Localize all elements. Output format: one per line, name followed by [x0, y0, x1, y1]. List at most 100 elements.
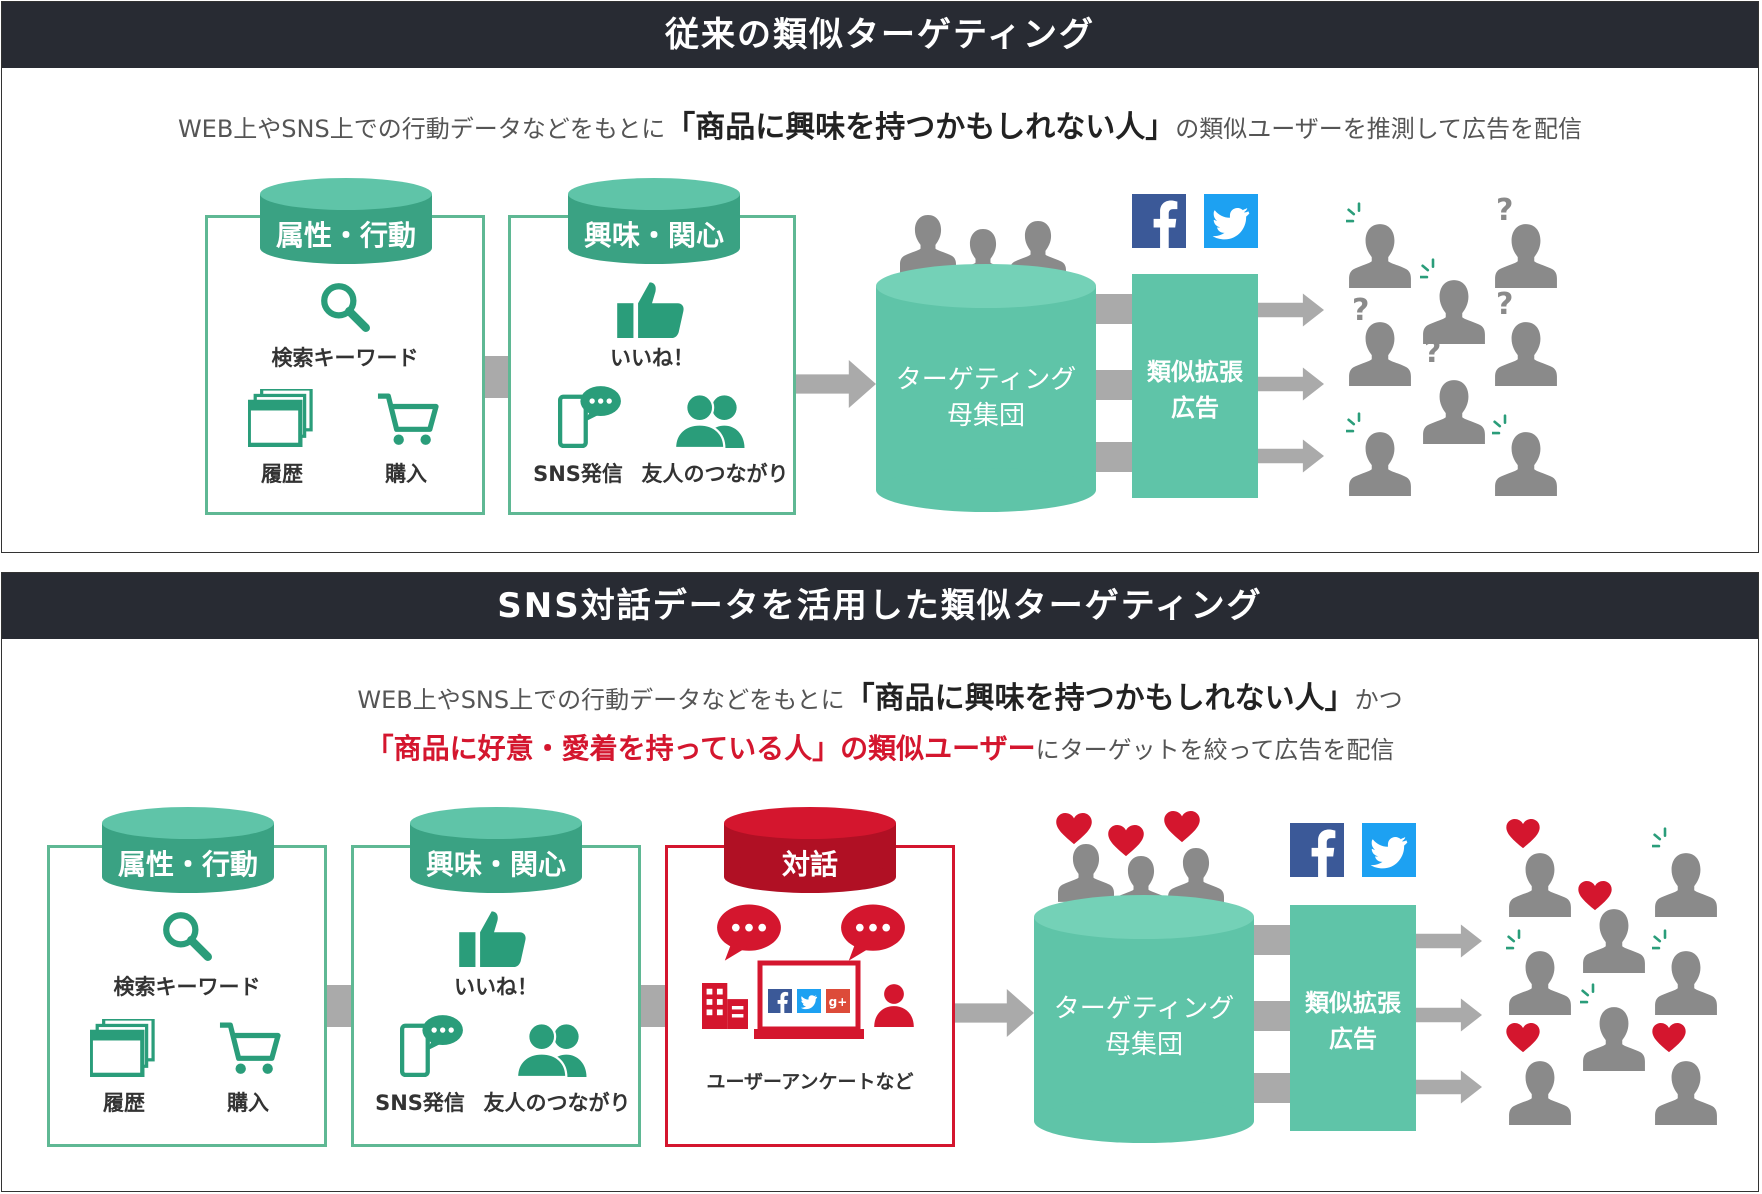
interest-title: 興味・関心	[583, 219, 724, 252]
purchase-label: 購入	[227, 1091, 269, 1115]
ad-line2: 広告	[1171, 394, 1219, 422]
like-label: いいね！	[610, 346, 694, 370]
attribute-box	[47, 845, 327, 1147]
connector	[1096, 294, 1132, 324]
interest-box	[351, 845, 641, 1147]
intro-line-2: 「商品に好意・愛着を持っている人」の類似ユーザーにターゲットを絞って広告を配信	[2, 727, 1758, 767]
users-icon	[672, 392, 752, 448]
out-arrow	[1258, 293, 1324, 327]
attribute-box	[205, 215, 485, 515]
big-arrow	[796, 360, 876, 408]
twitter-icon	[797, 989, 821, 1013]
dialog-cylinder	[724, 807, 896, 893]
population-line1: ターゲティング	[1053, 994, 1235, 1024]
population-line2: 母集団	[1104, 1030, 1183, 1060]
search-keyword-label: 検索キーワード	[113, 975, 261, 999]
svg-text:?: ?	[1352, 293, 1369, 328]
population-line1: ターゲティング	[895, 365, 1077, 395]
person-icon	[872, 983, 916, 1027]
intro-pre: WEB上やSNS上での行動データなどをもとに	[357, 686, 845, 714]
attribute-title: 属性・行動	[117, 848, 258, 881]
survey-label: ユーザーアンケートなど	[706, 1071, 914, 1093]
cart-icon	[216, 1021, 282, 1077]
connector	[325, 985, 353, 1027]
population-cylinder	[1034, 895, 1254, 1143]
connector	[1254, 1073, 1290, 1103]
twitter-icon	[1362, 823, 1416, 877]
users-icon	[514, 1021, 594, 1077]
target-users	[1506, 819, 1717, 1125]
target-users: ? ? ? ?	[1346, 193, 1557, 496]
out-arrow	[1258, 439, 1324, 473]
population-label: ターゲティング 母集団	[1034, 991, 1254, 1063]
intro-post: かつ	[1354, 686, 1403, 714]
search-icon	[160, 909, 212, 961]
facebook-icon	[1132, 194, 1186, 248]
intro-text: WEB上やSNS上での行動データなどをもとに「商品に興味を持つかもしれない人」の…	[2, 102, 1758, 146]
interest-title: 興味・関心	[425, 848, 566, 881]
traditional-targeting-panel: 従来の類似ターゲティング WEB上やSNS上での行動データなどをもとに「商品に興…	[1, 1, 1759, 553]
like-label: いいね！	[454, 975, 538, 999]
connector	[1254, 1001, 1290, 1031]
panel-title: 従来の類似ターゲティング	[2, 2, 1758, 68]
intro-line-1: WEB上やSNS上での行動データなどをもとに「商品に興味を持つかもしれない人」か…	[2, 673, 1758, 717]
search-keyword-label: 検索キーワード	[271, 346, 419, 370]
out-arrow	[1258, 367, 1324, 401]
history-icon	[90, 1019, 156, 1077]
chat-bubble-icon	[840, 903, 906, 961]
search-icon	[318, 280, 370, 332]
big-arrow	[954, 989, 1034, 1037]
sns-post-label: SNS発信	[375, 1091, 465, 1115]
chat-bubble-icon	[716, 903, 782, 961]
interest-cylinder	[410, 807, 582, 893]
out-arrow	[1416, 924, 1482, 958]
building-icon	[702, 983, 748, 1029]
svg-text:?: ?	[1424, 335, 1441, 370]
population-cylinder	[876, 264, 1096, 512]
thumbs-up-icon	[616, 280, 688, 338]
svg-text:?: ?	[1496, 193, 1513, 228]
phone-chat-icon	[558, 384, 622, 448]
googleplus-icon	[826, 989, 850, 1013]
sns-dialog-targeting-panel: SNS対話データを活用した類似ターゲティング WEB上やSNS上での行動データな…	[1, 572, 1759, 1192]
sns-post-label: SNS発信	[533, 462, 623, 486]
intro-emphasis: 「商品に興味を持つかもしれない人」	[665, 110, 1176, 145]
connector	[639, 985, 667, 1027]
intro-post: の類似ユーザーを推測して広告を配信	[1175, 115, 1583, 143]
facebook-icon	[768, 989, 792, 1013]
svg-text:?: ?	[1496, 287, 1513, 322]
attribute-cylinder	[102, 807, 274, 893]
interest-cylinder	[568, 178, 740, 264]
friends-label: 友人のつながり	[641, 462, 789, 486]
ad-line1: 類似拡張	[1305, 989, 1401, 1017]
friends-label: 友人のつながり	[483, 1091, 631, 1115]
dialog-title: 対話	[781, 848, 838, 881]
history-icon	[248, 389, 314, 447]
similar-ad-box: 類似拡張 広告	[1290, 905, 1416, 1131]
purchase-label: 購入	[385, 462, 427, 486]
intro-pre: WEB上やSNS上での行動データなどをもとに	[177, 115, 666, 143]
population-line2: 母集団	[946, 401, 1025, 431]
cart-icon	[374, 392, 440, 448]
out-arrow	[1416, 1070, 1482, 1104]
connector	[1254, 925, 1290, 955]
attribute-cylinder	[260, 178, 432, 264]
panel-title: SNS対話データを活用した類似ターゲティング	[2, 573, 1758, 639]
history-label: 履歴	[261, 462, 303, 486]
intro-post-2: にターゲットを絞って広告を配信	[1035, 736, 1395, 764]
connector	[1096, 442, 1132, 472]
connector	[483, 356, 509, 398]
phone-chat-icon	[400, 1013, 464, 1077]
intro-red-emphasis: 「商品に好意・愛着を持っている人」の類似ユーザー	[365, 732, 1036, 765]
thumbs-up-icon	[458, 909, 530, 967]
ad-line2: 広告	[1329, 1025, 1377, 1053]
connector	[1096, 370, 1132, 400]
intro-emphasis: 「商品に興味を持つかもしれない人」	[844, 681, 1355, 716]
attribute-title: 属性・行動	[275, 219, 416, 252]
similar-ad-box: 類似拡張 広告	[1132, 274, 1258, 498]
history-label: 履歴	[103, 1091, 145, 1115]
ad-line1: 類似拡張	[1147, 358, 1243, 386]
out-arrow	[1416, 998, 1482, 1032]
twitter-icon	[1204, 194, 1258, 248]
facebook-icon	[1290, 823, 1344, 877]
